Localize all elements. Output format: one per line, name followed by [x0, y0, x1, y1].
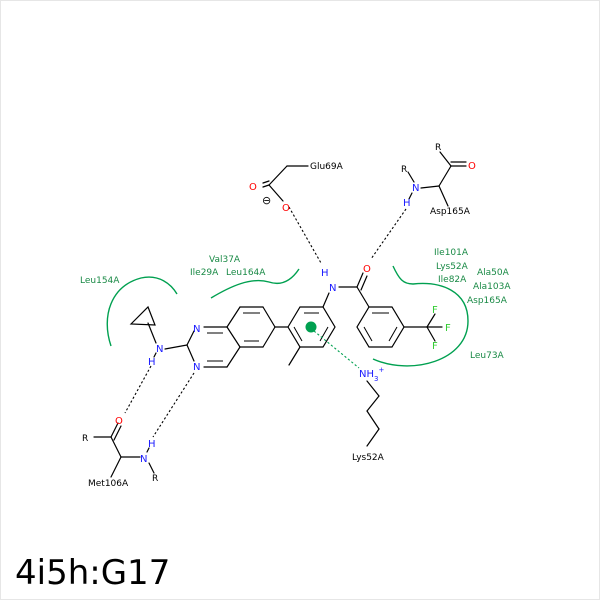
glu69a-fragment — [262, 165, 309, 202]
label-ile29a: Ile29A — [190, 268, 219, 278]
atom-f-right: F — [445, 323, 451, 334]
atom-n-met106a: N — [140, 454, 147, 465]
hbond-met106a-n3 — [152, 372, 195, 438]
label-ile101a: Ile101A — [434, 248, 469, 258]
atom-minus-charge: ⊖ — [262, 194, 271, 207]
atom-n3-quinazoline: N — [193, 362, 200, 373]
atom-o-glu69a: O — [282, 203, 290, 214]
hydrophobic-arc-val37a — [210, 268, 300, 299]
hbond-glu69a — [288, 206, 322, 264]
hbond-met106a-n1 — [124, 365, 152, 414]
asp165a-top-fragment — [407, 151, 467, 207]
atom-f-bottom: F — [432, 341, 438, 352]
atom-nh3-lys52a: NH3+ — [359, 366, 384, 383]
atom-o-met106a: O — [115, 416, 123, 427]
label-leu154a: Leu154A — [80, 276, 120, 286]
hbond-asp165a — [370, 208, 407, 260]
atom-h-amide: H — [321, 268, 329, 279]
atom-o-asp165a: O — [468, 161, 476, 172]
cation-pi-lys52a — [313, 330, 360, 369]
lys52a-chain — [366, 380, 380, 447]
atom-r-asp165a-top: R — [435, 143, 441, 153]
atom-r-met106a-right: R — [152, 474, 158, 484]
label-leu164a: Leu164A — [226, 268, 266, 278]
atom-n-amide: N — [329, 283, 336, 294]
atom-h-cyclopropylamine: H — [148, 357, 156, 368]
benzamide-group — [338, 272, 443, 348]
label-met106a: Met106A — [88, 479, 129, 489]
cyclopropyl-group — [129, 305, 188, 358]
label-asp165a-top: Asp165A — [430, 207, 471, 217]
hydrophobic-arc-pocket — [372, 265, 469, 367]
label-ile82a: Ile82A — [438, 275, 467, 285]
central-phenyl-ring — [287, 292, 336, 366]
atom-o-glu69a-carbonyl: O — [249, 182, 257, 193]
hydrophobic-arc-leu154a — [106, 276, 178, 347]
atom-n1-quinazoline: N — [193, 324, 200, 335]
pi-center-marker — [305, 321, 317, 333]
label-glu69a: Glu69A — [310, 162, 344, 172]
atom-n-asp165a: N — [412, 183, 419, 194]
label-lys52a-chain: Lys52A — [352, 453, 385, 463]
atom-n-cyclopropylamine: N — [156, 344, 163, 355]
label-val37a: Val37A — [209, 255, 241, 265]
atom-h-met106a: H — [148, 439, 156, 450]
structure-caption: 4i5h:G17 — [15, 553, 171, 593]
atom-h-asp165a: H — [403, 198, 411, 209]
atom-o-amide: O — [363, 264, 371, 275]
label-leu73a: Leu73A — [470, 351, 505, 361]
atom-f-top: F — [432, 305, 438, 316]
met106a-fragment — [93, 422, 155, 478]
label-lys52a-pocket: Lys52A — [436, 262, 469, 272]
label-ala103a: Ala103A — [473, 282, 511, 292]
quinazoline-core — [186, 306, 289, 368]
atom-r-met106a-left: R — [82, 434, 88, 444]
label-ala50a: Ala50A — [477, 268, 510, 278]
label-asp165a-pocket: Asp165A — [467, 296, 508, 306]
atom-r-asp165a-side: R — [401, 165, 407, 175]
